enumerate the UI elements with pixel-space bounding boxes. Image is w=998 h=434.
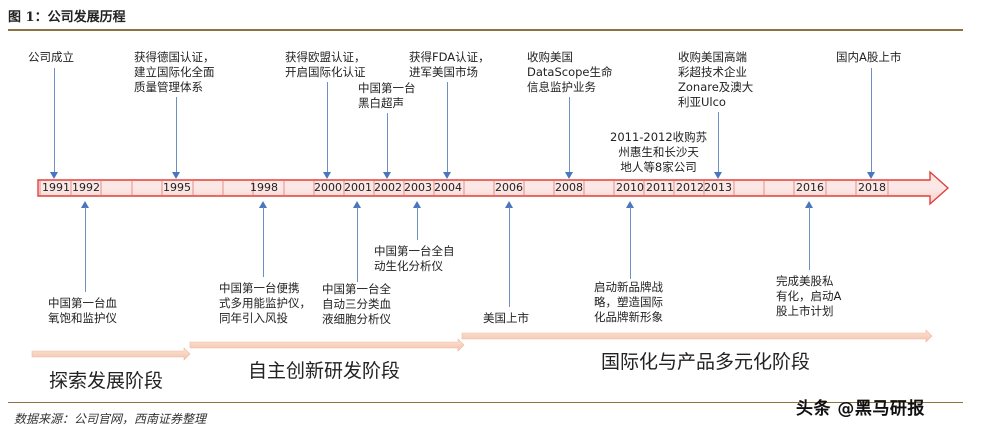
arrowhead-2001: [353, 201, 361, 208]
figure-title: 图 1：公司发展历程: [8, 10, 126, 25]
phase-arrow-1: [31, 347, 191, 361]
year-label-2008: 2008: [555, 181, 583, 194]
arrowhead-2008: [565, 172, 573, 179]
connector-2001: [357, 207, 358, 282]
connector-2016: [809, 207, 810, 270]
phase-arrow-2: [189, 338, 465, 352]
connector-2000: [327, 82, 328, 174]
year-label-2011: 2011: [646, 181, 674, 194]
phase-label-international: 国际化与产品多元化阶段: [601, 351, 811, 373]
event-2013: 收购美国高端 彩超技术企业 Zonare及澳大 利亚Ulco: [678, 50, 754, 109]
event-2010-2012: 2011-2012收购苏 州惠生和长沙天 地人等8家公司: [610, 130, 708, 174]
year-label-2003: 2003: [404, 181, 432, 194]
event-2001: 中国第一台全 自动三分类血 液细胞分析仪: [322, 282, 391, 326]
year-label-1998: 1998: [250, 181, 278, 194]
event-2016: 完成美股私 有化，启动A 股上市计划: [776, 274, 842, 318]
title-divider: [8, 29, 963, 31]
year-label-2018: 2018: [858, 181, 886, 194]
arrowhead-2018: [867, 172, 875, 179]
event-2006: 美国上市: [483, 311, 529, 325]
arrowhead-2013: [714, 172, 722, 179]
event-2010: 启动新品牌战 略，塑造国际 化品牌新形象: [594, 280, 663, 324]
arrowhead-1991: [50, 172, 58, 179]
connector-1995: [176, 97, 177, 174]
arrowhead-1992: [81, 201, 89, 208]
watermark: 头条 @黑马研报: [796, 399, 925, 419]
event-2004: 获得FDA认证， 进军美国市场: [409, 50, 490, 79]
connector-1991: [54, 68, 55, 174]
year-label-2002: 2002: [374, 181, 402, 194]
year-label-2006: 2006: [495, 181, 523, 194]
year-label-2012: 2012: [676, 181, 704, 194]
arrowhead-2010: [626, 201, 634, 208]
year-label-1991: 1991: [42, 181, 70, 194]
year-label-2000: 2000: [314, 181, 342, 194]
connector-2002: [387, 113, 388, 174]
connector-2008: [569, 97, 570, 174]
arrowhead-2002: [383, 172, 391, 179]
connector-2018: [871, 68, 872, 174]
phase-label-innovation: 自主创新研发阶段: [248, 360, 401, 382]
connector-1998: [263, 207, 264, 277]
event-1991: 公司成立: [28, 50, 74, 64]
connector-2006: [509, 207, 510, 307]
connector-1992: [85, 207, 86, 292]
year-label-1995: 1995: [163, 181, 191, 194]
event-2008: 收购美国 DataScope生命 信息监护业务: [527, 50, 613, 94]
event-1992: 中国第一台血 氧饱和监护仪: [48, 296, 117, 325]
year-label-2016: 2016: [796, 181, 824, 194]
year-label-2004: 2004: [434, 181, 462, 194]
arrowhead-2004: [443, 172, 451, 179]
arrowhead-2006: [505, 201, 513, 208]
arrowhead-2016: [805, 201, 813, 208]
phase-label-explore: 探索发展阶段: [49, 370, 164, 392]
year-label-2013: 2013: [704, 181, 732, 194]
arrowhead-1995: [172, 172, 180, 179]
connector-2004: [447, 82, 448, 174]
event-2002: 中国第一台 黑白超声: [358, 81, 416, 110]
phase-arrow-3: [461, 329, 933, 343]
arrowhead-1998: [259, 201, 267, 208]
event-2018: 国内A股上市: [836, 50, 902, 64]
event-1995: 获得德国认证， 建立国际化全面 质量管理体系: [134, 50, 215, 94]
connector-2010: [630, 207, 631, 279]
year-label-2001: 2001: [344, 181, 372, 194]
source-note: 数据来源：公司官网，西南证券整理: [14, 412, 207, 426]
footer-divider: [8, 402, 963, 403]
arrowhead-2000: [323, 172, 331, 179]
event-2000: 获得欧盟认证， 开启国际化认证: [285, 50, 366, 79]
event-1998: 中国第一台便携 式多用能监护仪， 同年引入风投: [219, 281, 311, 325]
arrowhead-2003: [413, 201, 421, 208]
year-dividers: [39, 181, 889, 195]
event-2003: 中国第一台全自 动生化分析仪: [374, 244, 455, 273]
year-label-1992: 1992: [72, 181, 100, 194]
connector-2013: [718, 112, 719, 174]
year-label-2010: 2010: [616, 181, 644, 194]
timeline-arrow: [37, 170, 950, 206]
connector-2003: [417, 207, 418, 240]
